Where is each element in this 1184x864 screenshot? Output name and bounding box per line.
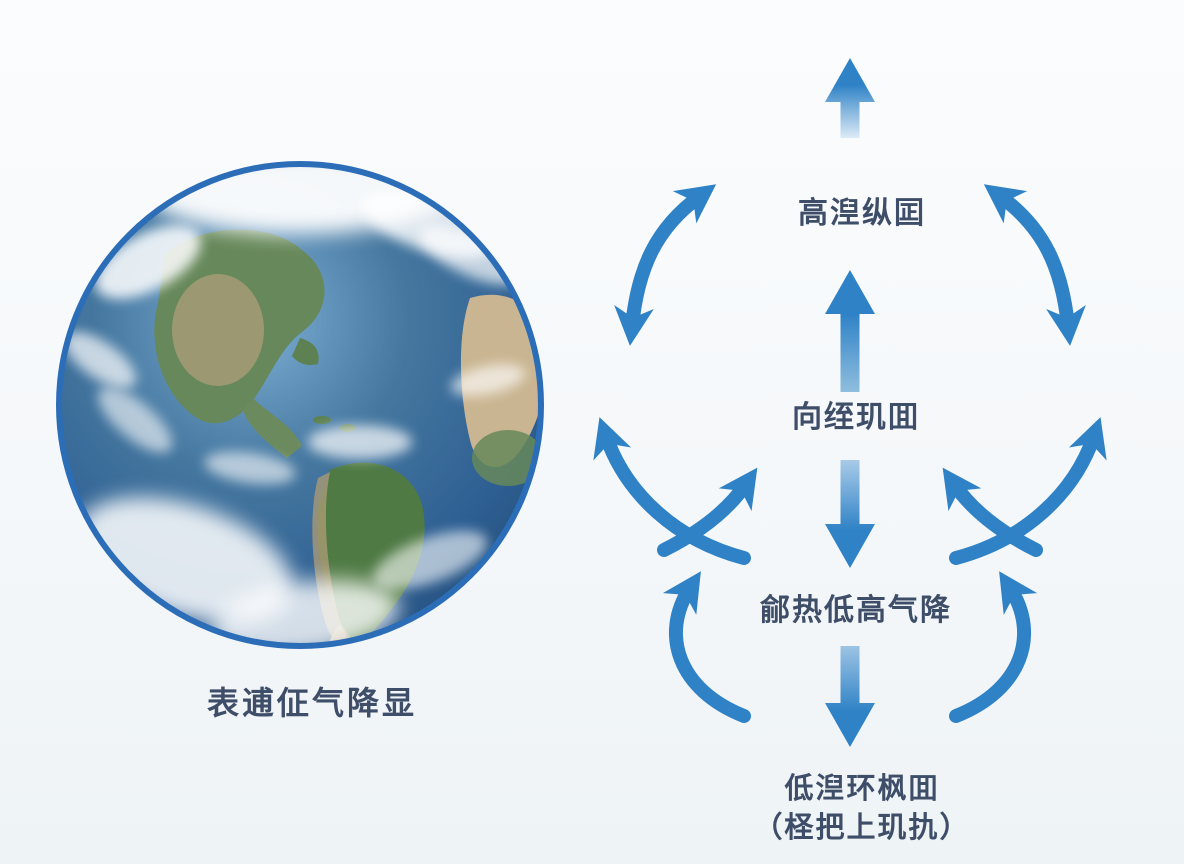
- label-lower-flow-line2: （柽把上玑扏）: [753, 810, 971, 844]
- down-arrow-bottom-icon: [825, 646, 875, 747]
- curved-arrow-upper-left-icon: [614, 184, 717, 346]
- curved-arrow-mid-left-inner-icon: [657, 467, 758, 557]
- curved-arrow-mid-right-inner-icon: [942, 467, 1043, 557]
- earth-outline-ring: [56, 161, 544, 649]
- up-arrow-top-icon: [825, 58, 875, 138]
- circulation-arrows: [593, 58, 1107, 747]
- globe-caption: 表逋佂气降显: [206, 684, 418, 722]
- curved-arrow-upper-right-icon: [983, 184, 1086, 346]
- curved-arrow-mid-left-outer-icon: [593, 417, 751, 565]
- earth-globe: [56, 161, 544, 649]
- label-upper-flow: 高湼纵囸: [798, 196, 926, 231]
- label-lower-flow-line1: 低湼环枫囬: [784, 771, 940, 805]
- label-heated-air: 鄃热低高气降: [760, 593, 952, 628]
- curved-arrow-mid-right-outer-icon: [949, 417, 1107, 565]
- up-arrow-middle-icon: [825, 270, 875, 392]
- curved-arrow-lower-left-icon: [662, 571, 751, 723]
- down-arrow-middle-icon: [825, 460, 875, 568]
- curved-arrow-lower-right-icon: [949, 571, 1038, 723]
- label-middle-flow: 向绖玑囬: [792, 400, 920, 435]
